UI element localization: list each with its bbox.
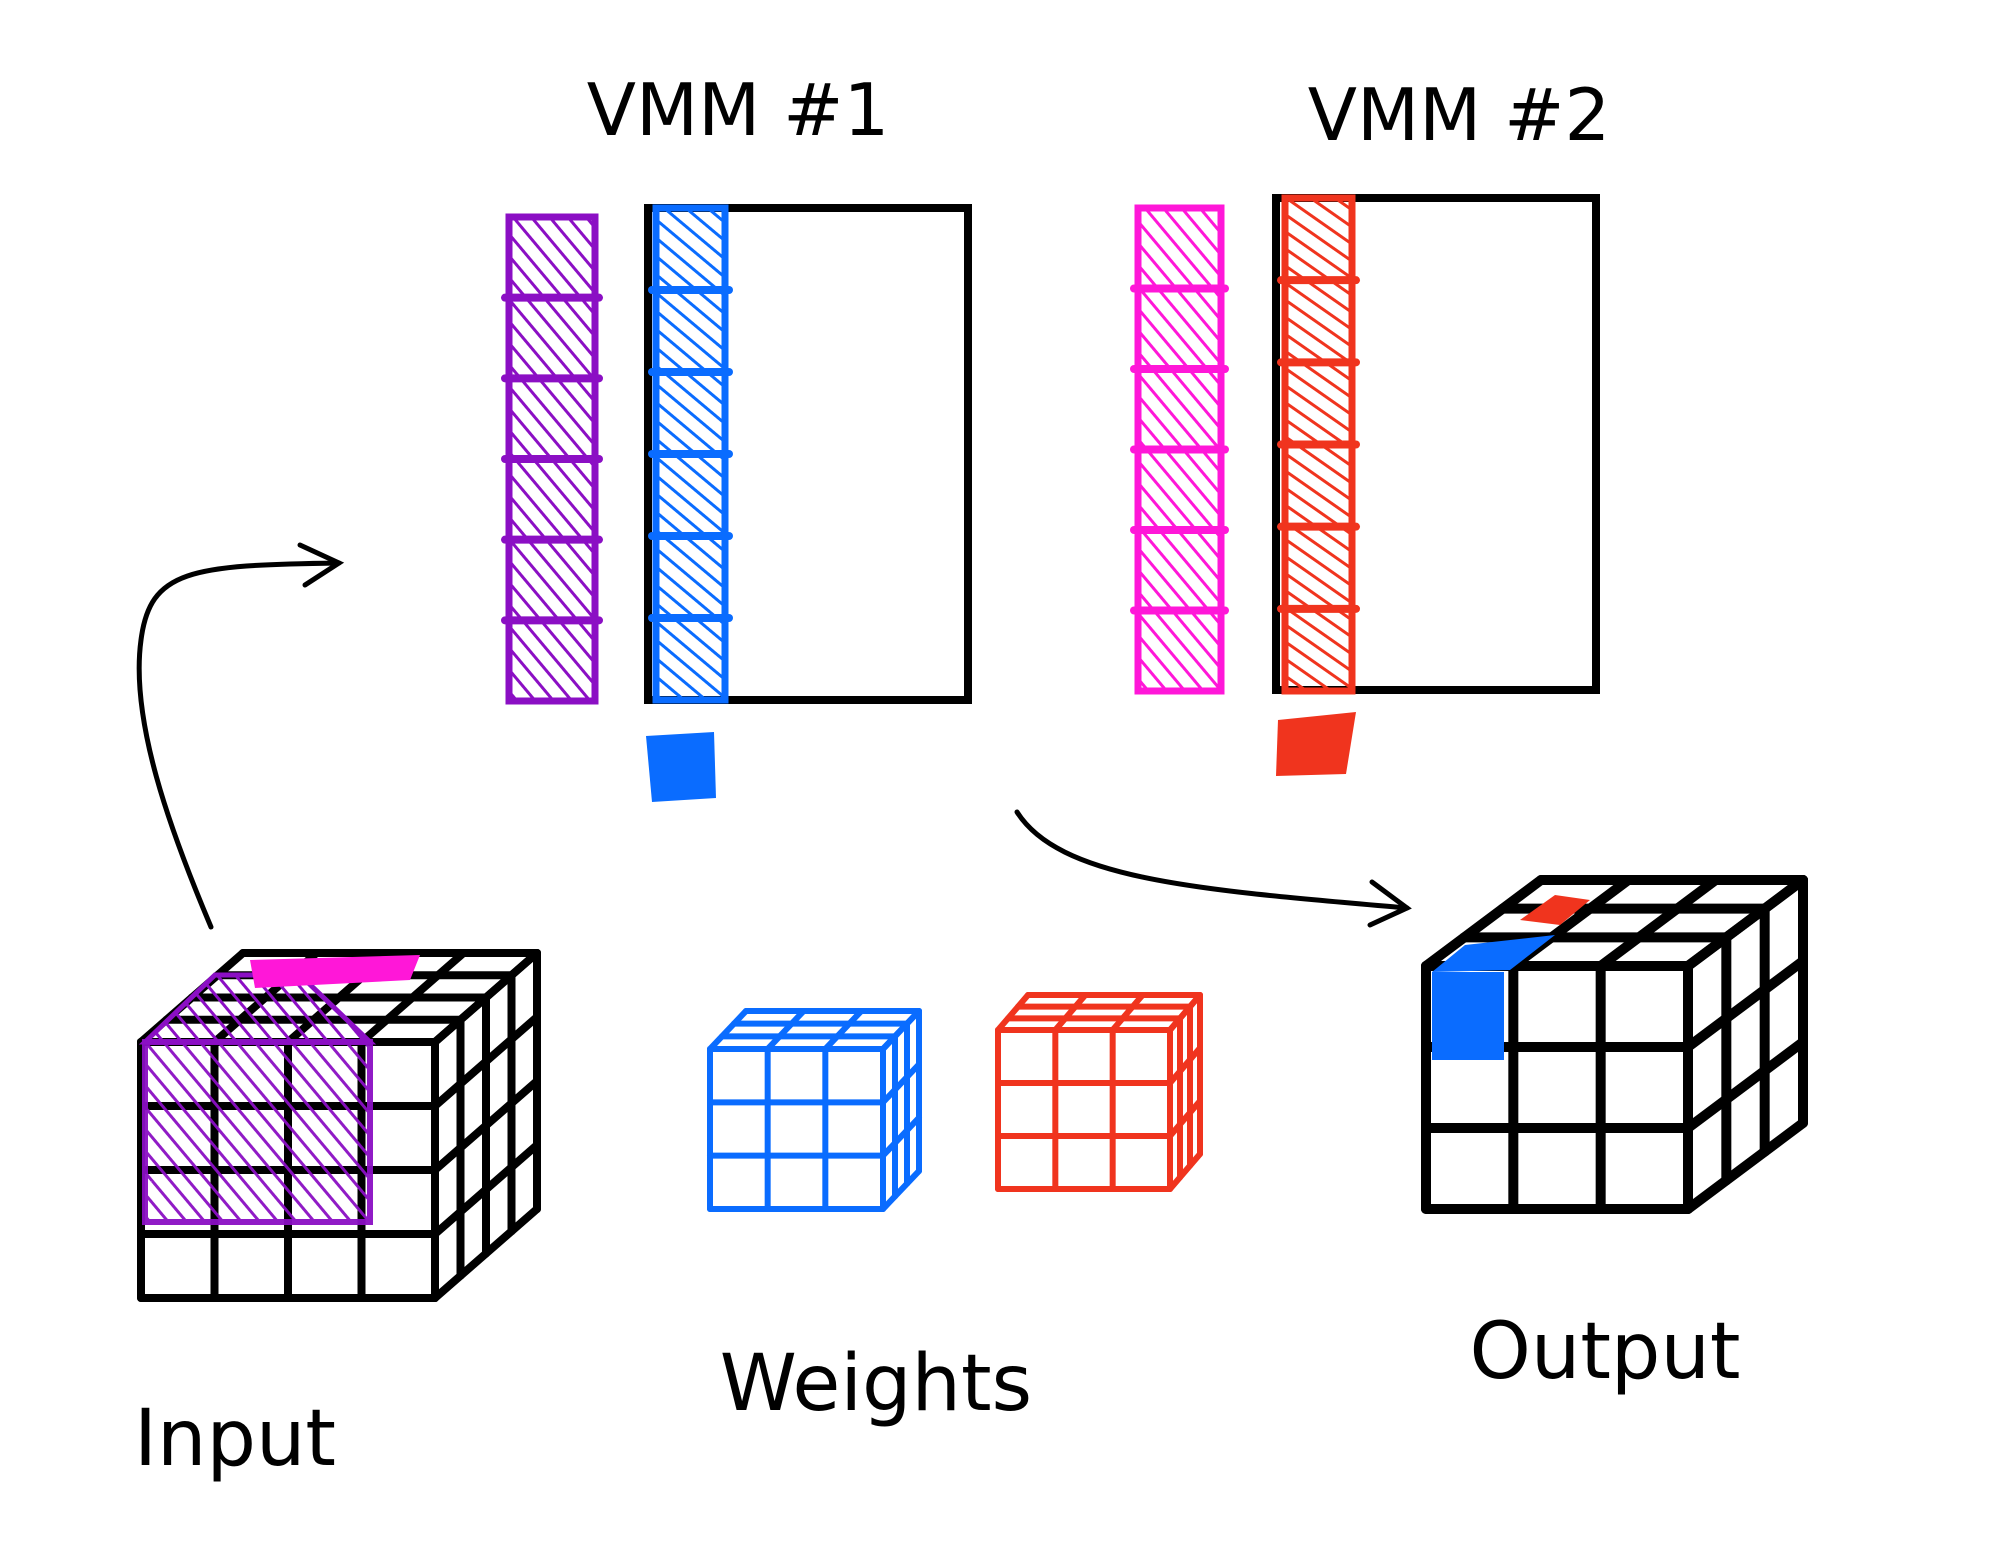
weights-label: Weights [720, 1339, 1032, 1429]
top-grid-line [357, 949, 468, 1046]
top-grid-line [431, 949, 541, 1046]
arrow-input-to-vmm [136, 542, 345, 930]
side-grid-line [431, 1205, 541, 1302]
top-grid-line [1421, 875, 1546, 971]
top-grid-line [1683, 875, 1808, 971]
output-top-blue [1432, 935, 1555, 972]
side-grid-line [1167, 1151, 1203, 1192]
weight-kernel-red [995, 992, 1203, 1192]
vmm1-title: VMM #1 [587, 68, 890, 152]
side-grid-line [1683, 1037, 1808, 1133]
vmm1-group [501, 204, 972, 802]
input-vector-column-purple [501, 213, 603, 705]
input-patch-purple [142, 1039, 373, 1225]
vmm2-group [1130, 194, 1600, 776]
top-grid-line [764, 1008, 807, 1052]
side-grid-line [1683, 956, 1808, 1052]
top-grid-line [707, 1008, 749, 1052]
output-cell-blue [1432, 972, 1504, 1060]
weight-column-red [1277, 194, 1360, 695]
side-grid-line [431, 1141, 541, 1238]
input-vector-column-magenta [1130, 204, 1229, 695]
side-grid-line [1167, 1098, 1203, 1139]
side-grid-line [880, 1061, 922, 1106]
top-grid-line [1109, 992, 1146, 1033]
top-grid-line [1595, 875, 1721, 971]
side-grid-line [880, 1168, 922, 1212]
side-grid-line [1167, 1045, 1203, 1086]
top-grid-line [880, 1008, 922, 1052]
arrow-vmm-to-output [1014, 809, 1412, 928]
side-grid-line [880, 1114, 922, 1159]
output-label: Output [1470, 1307, 1741, 1397]
output-element-blue [646, 732, 716, 802]
weight-column-blue [648, 204, 733, 704]
weight-matrix-2 [1272, 194, 1600, 694]
vmm2-title: VMM #2 [1308, 73, 1611, 157]
input-label: Input [134, 1394, 336, 1484]
top-grid-line [822, 1008, 865, 1052]
output-tensor-cube [1421, 875, 1808, 1214]
output-top-red [1520, 895, 1590, 925]
input-top-magenta [250, 955, 420, 988]
weight-kernel-blue [707, 1008, 922, 1212]
top-grid-line [995, 992, 1031, 1033]
top-grid-line [1167, 992, 1203, 1033]
output-element-red [1276, 712, 1356, 776]
side-grid-line [1683, 1118, 1808, 1214]
top-grid-line [1052, 992, 1089, 1033]
input-tensor-cube [137, 949, 541, 1302]
